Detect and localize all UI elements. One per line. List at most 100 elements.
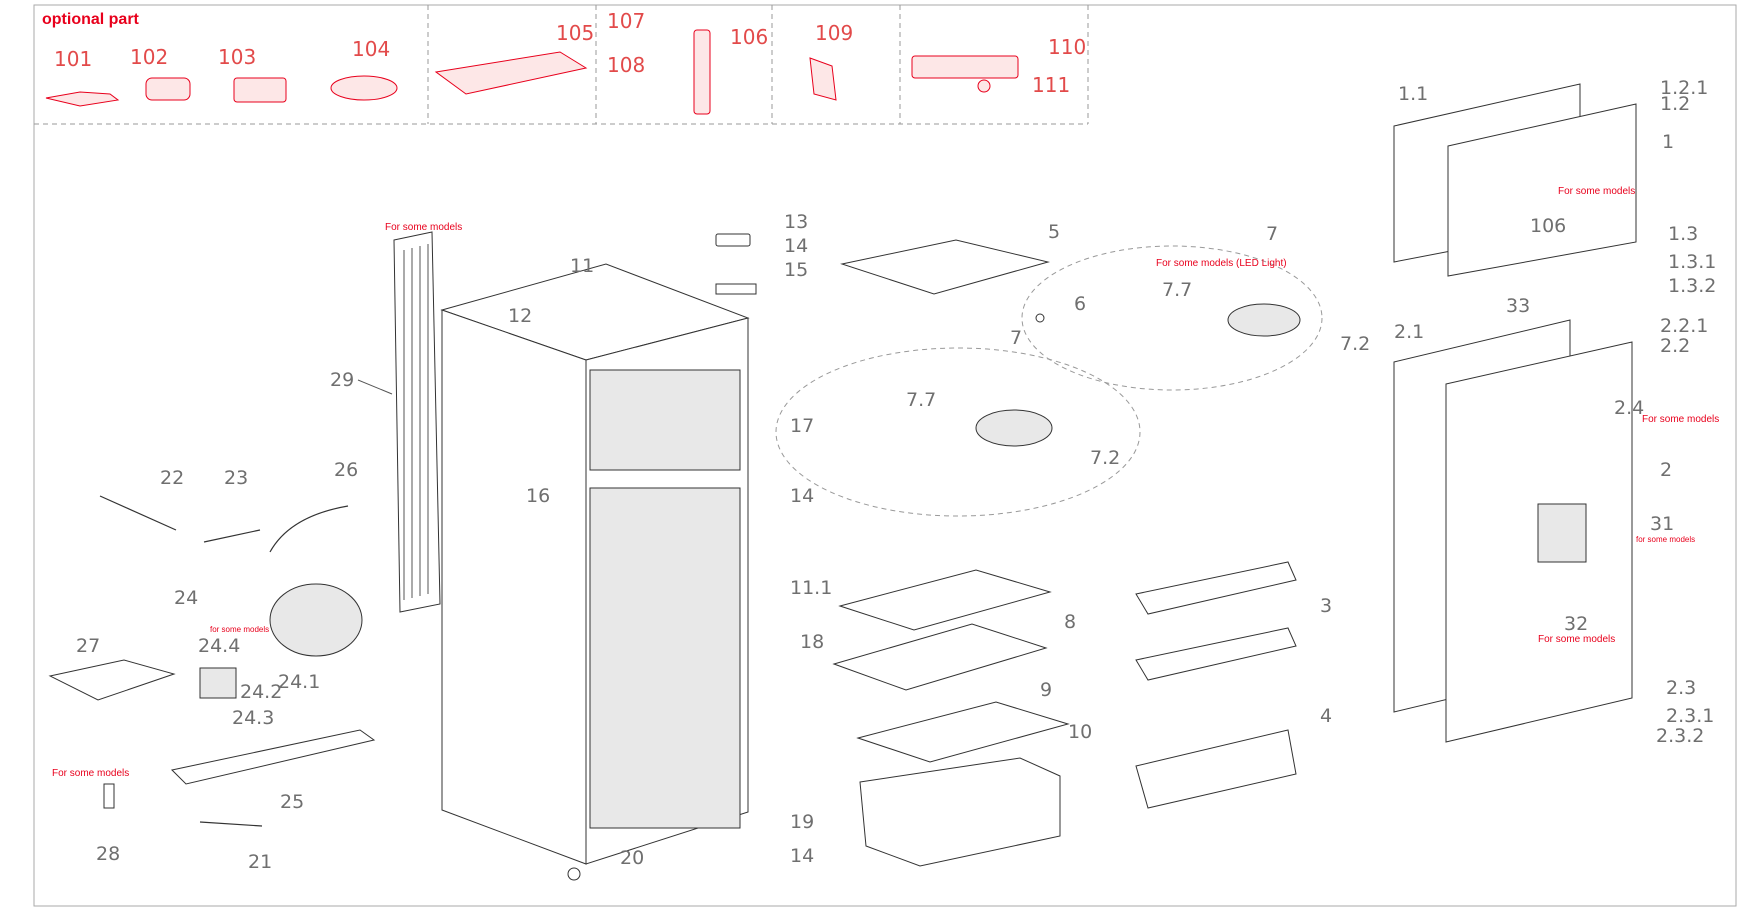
label-2-3-2: 2.3.2 xyxy=(1656,725,1704,747)
label-7-lower: 7 xyxy=(1010,327,1022,349)
label-25: 25 xyxy=(280,791,304,813)
label-24-2: 24.2 xyxy=(240,681,282,703)
note-lock: For some models xyxy=(1642,414,1719,425)
label-12: 12 xyxy=(508,305,532,327)
optional-part-title: optional part xyxy=(42,11,140,28)
foot-20 xyxy=(567,867,581,881)
part-26 xyxy=(269,505,349,553)
ice-scoop-101 xyxy=(45,91,120,107)
condenser-29: For some models 29 xyxy=(330,222,462,613)
bin-3a xyxy=(1135,561,1297,615)
label-17: 17 xyxy=(790,415,814,437)
label-1-3-1: 1.3.1 xyxy=(1668,251,1716,273)
label-1: 1 xyxy=(1662,131,1674,153)
door-1 xyxy=(1447,103,1637,277)
label-2-2-1: 2.2.1 xyxy=(1660,315,1708,337)
note-relay: for some models xyxy=(210,625,269,634)
ice-tray-103 xyxy=(233,77,287,103)
label-13: 13 xyxy=(784,211,808,233)
label-26: 26 xyxy=(334,459,358,481)
label-8: 8 xyxy=(1064,611,1076,633)
label-7-7-lower: 7.7 xyxy=(906,389,936,411)
label-28: 28 xyxy=(96,843,120,865)
handle-106 xyxy=(693,29,711,115)
label-107: 107 xyxy=(607,9,645,33)
label-103: 103 xyxy=(218,45,256,69)
note-condenser: For some models xyxy=(385,222,462,233)
label-15: 15 xyxy=(784,259,808,281)
label-2-3: 2.3 xyxy=(1666,677,1696,699)
label-20: 20 xyxy=(620,847,644,869)
diagram-frame xyxy=(33,4,1737,907)
label-21: 21 xyxy=(248,851,272,873)
label-4: 4 xyxy=(1320,705,1332,727)
compressor-group: 22 23 26 24 for some models 24.4 24.1 24… xyxy=(48,459,376,873)
wine-rack-105 xyxy=(434,51,588,95)
label-104: 104 xyxy=(352,37,390,61)
note-handle: For some models xyxy=(1538,634,1615,645)
label-24-4: 24.4 xyxy=(198,635,240,657)
cabinet-11: 11 12 16 13 14 15 17 14 11.1 18 19 14 20 xyxy=(440,211,832,881)
label-109: 109 xyxy=(815,21,853,45)
crisper-cover-9 xyxy=(856,701,1070,763)
note-dispenser: for some models xyxy=(1636,535,1695,544)
lamp-cover-lower xyxy=(975,409,1053,447)
label-14-top: 14 xyxy=(784,235,808,257)
bulb-111 xyxy=(977,79,991,93)
label-29: 29 xyxy=(330,369,354,391)
note-door-top: For some models xyxy=(1558,186,1635,197)
label-7-2-upper: 7.2 xyxy=(1340,333,1370,355)
label-32: 32 xyxy=(1564,613,1588,635)
label-24-3: 24.3 xyxy=(232,707,274,729)
glass-shelf-8b xyxy=(832,623,1048,691)
part-21 xyxy=(199,821,263,827)
label-10: 10 xyxy=(1068,721,1092,743)
base-plate-25 xyxy=(170,729,376,785)
hinge-109 xyxy=(809,57,837,101)
label-101: 101 xyxy=(54,47,92,71)
label-14-mid: 14 xyxy=(790,485,814,507)
label-2-4: 2.4 xyxy=(1614,397,1644,419)
light-box-110 xyxy=(911,55,1019,79)
label-2-1: 2.1 xyxy=(1394,321,1424,343)
label-16: 16 xyxy=(526,485,550,507)
label-110: 110 xyxy=(1048,35,1086,59)
label-18: 18 xyxy=(800,631,824,653)
lamp-cover-upper xyxy=(1227,303,1301,337)
label-27: 27 xyxy=(76,635,100,657)
label-7-2-lower: 7.2 xyxy=(1090,447,1120,469)
part-24-3 xyxy=(199,667,237,699)
part-6 xyxy=(1035,313,1045,323)
part-15 xyxy=(715,283,757,295)
label-33: 33 xyxy=(1506,295,1530,317)
label-9: 9 xyxy=(1040,679,1052,701)
compressor-24 xyxy=(269,583,363,657)
crisper-10 xyxy=(859,757,1061,867)
label-1-2-1: 1.2.1 xyxy=(1660,77,1708,99)
label-2-2: 2.2 xyxy=(1660,335,1690,357)
label-23: 23 xyxy=(224,467,248,489)
label-31: 31 xyxy=(1650,513,1674,535)
label-106-door: 106 xyxy=(1530,215,1566,237)
drip-tray-27 xyxy=(48,659,176,701)
label-1-1: 1.1 xyxy=(1398,83,1428,105)
label-11-1: 11.1 xyxy=(790,577,832,599)
label-7-7-upper: 7.7 xyxy=(1162,279,1192,301)
dispenser-2 xyxy=(1537,503,1587,563)
light-group-7: 7 For some models (LED Light) 7.7 7.2 7 … xyxy=(775,223,1370,517)
part-28 xyxy=(103,783,115,809)
label-24: 24 xyxy=(174,587,198,609)
label-1-3: 1.3 xyxy=(1668,223,1698,245)
note-thermo: For some models xyxy=(52,768,129,779)
part-13 xyxy=(715,233,751,247)
label-111: 111 xyxy=(1032,73,1070,97)
label-1-2: 1.2 xyxy=(1660,93,1690,115)
optional-parts-panel: optional part 101 102 103 104 105 107 10… xyxy=(34,5,1089,125)
label-2-3-1: 2.3.1 xyxy=(1666,705,1714,727)
label-6: 6 xyxy=(1074,293,1086,315)
label-22: 22 xyxy=(160,467,184,489)
label-3: 3 xyxy=(1320,595,1332,617)
wire-shelf-5 xyxy=(840,239,1050,295)
bin-3b xyxy=(1135,627,1297,681)
